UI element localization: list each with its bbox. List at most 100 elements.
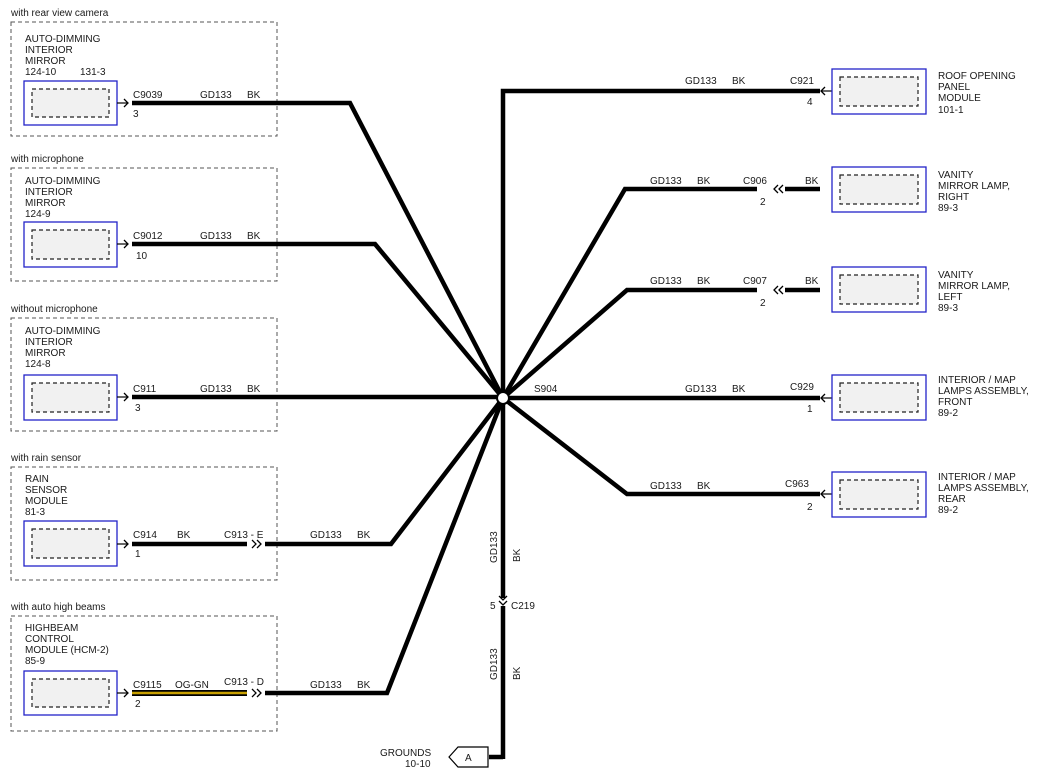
module-ref: 124-8: [25, 359, 51, 370]
left-module-with-microphone: with microphone AUTO-DIMMING INTERIOR MI…: [10, 154, 278, 282]
module-name-line: MIRROR LAMP,: [938, 181, 1010, 192]
connector-label: C929: [790, 382, 814, 393]
pin-label: 10: [136, 251, 148, 262]
right-module-map-lamps-front: GD133 BK C929 1 INTERIOR / MAP LAMPS ASS…: [685, 374, 1029, 421]
module-inner: [839, 479, 919, 510]
module-name-line: LAMPS ASSEMBLY,: [938, 386, 1029, 397]
variant-box: [10, 167, 278, 282]
trunk-lower-wire-id: GD133: [489, 648, 500, 680]
module-name-line: VANITY: [938, 170, 974, 181]
variant-box: [10, 317, 278, 432]
wire-color: BK: [247, 90, 261, 101]
ground-reference: GROUNDS 10-10 A: [380, 746, 489, 770]
connector-label: C9039: [133, 90, 163, 101]
trunk: GD133 BK 5 C219 GD133 BK: [489, 531, 535, 680]
wire-id: GD133: [200, 384, 232, 395]
module-name-line: MIRROR: [25, 348, 66, 359]
short-wire-color: BK: [177, 530, 191, 541]
trunk-pin: 5: [490, 601, 496, 612]
module-inner: [31, 229, 110, 260]
pin-label: 2: [807, 502, 813, 513]
connector-label: C963: [785, 479, 809, 490]
variant-box: [10, 21, 278, 137]
wire-roof-opening: [500, 88, 820, 398]
module-name-line: FRONT: [938, 397, 972, 408]
right-module-roof-opening: GD133 BK C921 4 ROOF OPENING PANEL MODUL…: [685, 68, 1016, 116]
module-name-line: SENSOR: [25, 485, 67, 496]
connector-label: C914: [133, 530, 157, 541]
wire-rear-view-camera: [132, 100, 505, 400]
connector-label: C907: [743, 276, 767, 287]
variant-label: with microphone: [10, 154, 84, 165]
connector-chevron: [123, 688, 129, 698]
module-ref: 81-3: [25, 507, 45, 518]
stub-color: BK: [805, 276, 819, 287]
wire-vanity-right: [501, 186, 757, 400]
module-ref: 89-2: [938, 408, 958, 419]
module-name-line: LEFT: [938, 292, 962, 303]
module-inner: [839, 274, 919, 305]
module-inner: [31, 678, 110, 708]
module-inner: [839, 174, 919, 205]
module-inner: [839, 76, 919, 107]
module-name-line: AUTO-DIMMING: [25, 34, 101, 45]
wire-color: BK: [247, 231, 261, 242]
module-name-line: MIRROR LAMP,: [938, 281, 1010, 292]
wire-id: GD133: [200, 231, 232, 242]
module-ref: 124-10: [25, 67, 57, 78]
left-module-rain-sensor: with rain sensor RAIN SENSOR MODULE 81-3…: [10, 453, 371, 581]
inline-connector-chevron: [251, 688, 257, 698]
trunk-upper-wire-id: GD133: [489, 531, 500, 563]
pin-label: 2: [760, 298, 766, 309]
connector-chevron: [773, 184, 779, 194]
module-name-line: RAIN: [25, 474, 49, 485]
trunk-lower-wire-color: BK: [512, 666, 523, 680]
connector-chevron: [123, 239, 129, 249]
pin-label: 1: [807, 404, 813, 415]
module-name-line: INTERIOR: [25, 45, 73, 56]
trunk-connector-chevron: [498, 595, 508, 601]
module-extra-ref: 131-3: [80, 67, 106, 78]
stub-color: BK: [805, 176, 819, 187]
inline-connector-label: C913 - D: [224, 677, 264, 688]
wire-color: BK: [697, 276, 711, 287]
module-name-line: INTERIOR / MAP: [938, 375, 1016, 386]
wire-vanity-left: [501, 287, 757, 400]
connector-chevron: [773, 285, 779, 295]
wire-color: BK: [697, 481, 711, 492]
inline-connector-label: C913 - E: [224, 530, 264, 541]
module-ref: 89-2: [938, 505, 958, 516]
wire-id: GD133: [200, 90, 232, 101]
pin-label: 2: [135, 699, 141, 710]
module-name-line: MIRROR: [25, 198, 66, 209]
connector-label: C906: [743, 176, 767, 187]
wire-color: BK: [697, 176, 711, 187]
module-name-line: AUTO-DIMMING: [25, 176, 101, 187]
wire-with-microphone: [132, 241, 505, 400]
right-module-map-lamps-rear: GD133 BK C963 2 INTERIOR / MAP LAMPS ASS…: [650, 471, 1029, 518]
connector-label: C911: [133, 384, 157, 395]
ground-tag: A: [465, 753, 472, 764]
module-name-line: HIGHBEAM: [25, 623, 78, 634]
variant-box: [10, 466, 278, 581]
module-name-line: PANEL: [938, 82, 970, 93]
wire-rain-sensor: [265, 396, 505, 547]
pin-label: 4: [807, 97, 813, 108]
right-module-vanity-right: GD133 BK C906 2 BK VANITY MIRROR LAMP, R…: [650, 166, 1010, 214]
wires: [132, 88, 820, 760]
left-module-auto-high-beams: with auto high beams HIGHBEAM CONTROL MO…: [10, 602, 371, 732]
splice-node[interactable]: [496, 391, 510, 405]
module-name-line: LAMPS ASSEMBLY,: [938, 483, 1029, 494]
wire-id: GD133: [310, 680, 342, 691]
wire-color: BK: [732, 76, 746, 87]
variant-label: with rain sensor: [10, 453, 82, 464]
ground-tag-icon[interactable]: [448, 746, 489, 768]
pin-label: 1: [135, 549, 141, 560]
pin-label: 3: [135, 403, 141, 414]
module-name-line: MODULE: [938, 93, 981, 104]
wire-color: BK: [732, 384, 746, 395]
pin-label: 3: [133, 109, 139, 120]
module-name-line: REAR: [938, 494, 966, 505]
wire-id: GD133: [650, 276, 682, 287]
connector-label: C9012: [133, 231, 163, 242]
